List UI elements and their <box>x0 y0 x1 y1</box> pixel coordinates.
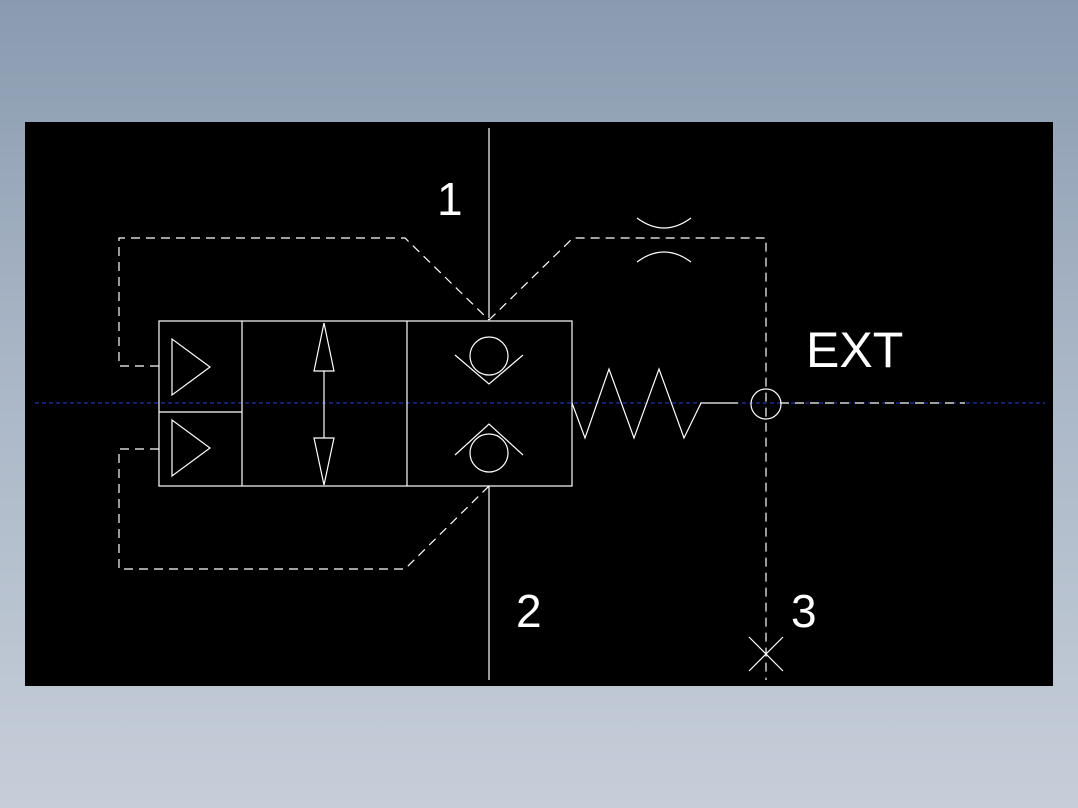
pilot-line-lower-left <box>118 448 490 570</box>
check-valve-lower <box>454 423 524 473</box>
port-3-label: 3 <box>791 585 817 637</box>
flow-arrow <box>313 322 335 486</box>
orifice-symbol <box>636 217 692 263</box>
port-2-label: 2 <box>516 585 542 637</box>
pilot-triangle-upper <box>171 337 212 397</box>
check-valve-upper <box>454 336 524 385</box>
pilot-triangle-lower <box>171 418 212 478</box>
ext-label: EXT <box>806 322 903 378</box>
pilot-line-ext <box>488 237 767 680</box>
port-1-label: 1 <box>437 173 463 225</box>
port-connection-circle <box>750 388 782 420</box>
pilot-line-upper-left <box>118 237 490 367</box>
plugged-port-x <box>748 636 784 672</box>
spring-symbol <box>571 367 738 440</box>
drawing-canvas: 1 2 3 EXT <box>25 122 1053 686</box>
hydraulic-valve-schematic: 1 2 3 EXT <box>35 128 1045 680</box>
